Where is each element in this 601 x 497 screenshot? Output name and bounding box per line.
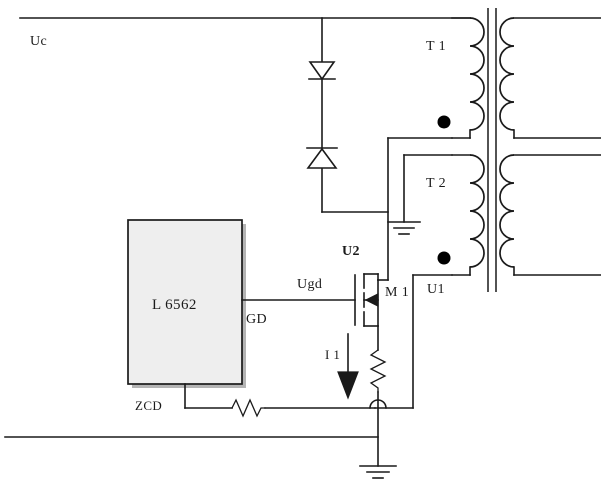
zcd-pin-wire (184, 383, 376, 409)
resistor-zcd (231, 398, 266, 418)
label-ic-pin-zcd: ZCD (135, 398, 163, 413)
label-node-u2: U2 (342, 244, 360, 259)
label-gate-drive-voltage: Ugd (297, 277, 323, 292)
ground-bottom (359, 465, 397, 479)
drain-node-wire (387, 137, 453, 281)
label-node-u1: U1 (427, 282, 445, 297)
mosfet-m1 (354, 273, 379, 327)
transformer-winding-t2 (437, 154, 485, 276)
label-supply-rail: Uc (30, 34, 48, 49)
transformer-winding-secondary-lower (499, 154, 601, 276)
label-mosfet: M 1 (385, 285, 410, 300)
transformer-winding-secondary-upper (499, 17, 601, 139)
current-arrow-i1 (337, 333, 359, 400)
t2-bottom-lead-wire (374, 274, 453, 409)
label-current-i1: I 1 (325, 347, 341, 362)
transformer-core (487, 8, 497, 292)
label-ic-name: L 6562 (152, 297, 197, 313)
diode-branch-wire (321, 17, 389, 213)
polarity-dot-t1 (437, 115, 451, 129)
resistor-sense (369, 349, 387, 393)
label-transformer-primary: T 1 (426, 39, 446, 54)
label-ic-pin-gd: GD (246, 312, 268, 327)
label-transformer-secondary: T 2 (426, 176, 446, 191)
t2-top-lead-wire (403, 154, 453, 223)
polarity-dot-t2 (437, 251, 451, 265)
wire-hop-source-node (369, 399, 387, 409)
transformer-winding-t1 (437, 17, 485, 139)
ic-l6562[interactable] (127, 219, 246, 388)
diode-upper (308, 61, 336, 81)
diode-lower (306, 147, 338, 169)
ground-mid (387, 221, 421, 235)
